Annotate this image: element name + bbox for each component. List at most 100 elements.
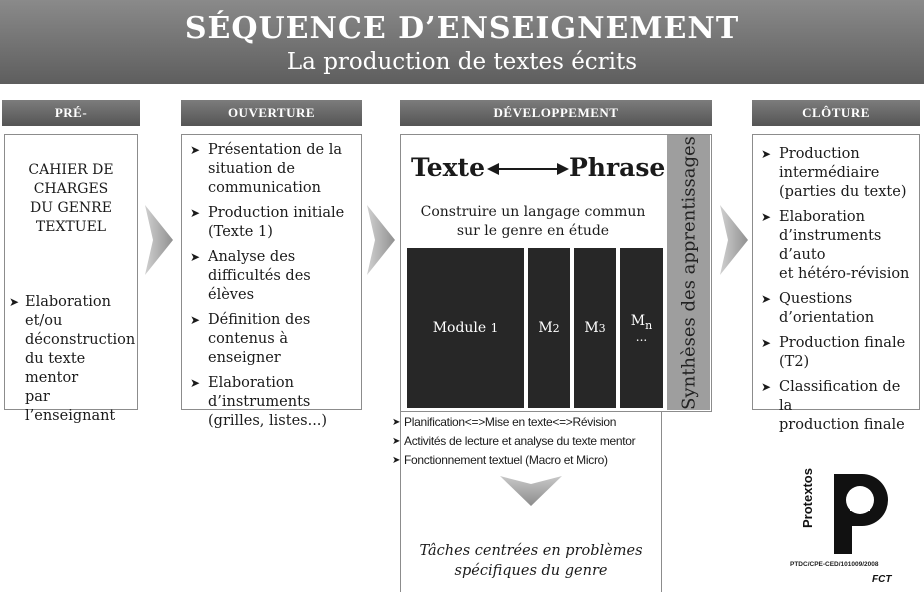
item-text: Activités de lecture et analyse du texte…	[404, 434, 636, 448]
double-arrow-icon	[487, 163, 569, 175]
line: Elaboration	[779, 209, 865, 225]
list-item: ➤Planification<=>Mise en texte<=>Révisio…	[392, 413, 672, 432]
module-label: Module	[432, 320, 487, 336]
arrow-bullet-icon: ➤	[392, 455, 401, 466]
module-label: M	[630, 312, 646, 329]
arrow-bullet-icon: ➤	[761, 380, 772, 394]
syntheses-label: Synthèses des apprentissages	[678, 135, 699, 410]
arrow-bullet-icon: ➤	[392, 417, 401, 428]
list-item: ➤ Elaboration d’instruments d’auto et hétér…	[759, 208, 917, 284]
line: Production	[779, 146, 860, 162]
cloture-list: ➤ Production intermédiaire (parties du tex…	[759, 145, 917, 441]
line: Classification de la	[779, 379, 901, 414]
cahier-line: CHARGES	[33, 181, 109, 197]
line: (T2)	[779, 354, 810, 370]
panel-cloture: ➤ Production intermédiaire (parties du tex…	[752, 134, 920, 433]
subscript: n	[645, 318, 653, 332]
developpement-bottom-list: ➤Planification<=>Mise en texte<=>Révisio…	[392, 413, 672, 470]
page-title: SÉQUENCE D’ENSEIGNEMENT	[184, 11, 740, 46]
heading-developpement: DÉVELOPPEMENT	[400, 100, 712, 126]
taches-text: Tâches centrées en problèmes spécifiques…	[400, 541, 662, 581]
panel-ouverture: ➤ Présentation de la situation de communic…	[181, 134, 362, 429]
module-label: M	[584, 320, 599, 336]
line: d’instruments	[208, 394, 311, 410]
subscript: 1	[490, 321, 499, 335]
phrase-label: Phrase	[569, 153, 666, 182]
list-item: ➤ Production initiale(Texte 1)	[188, 204, 359, 242]
pre-bullet: ➤ Elaboration et/ou déconstruction du te…	[9, 293, 135, 432]
module-n-block: Mn ...	[620, 248, 663, 408]
line: par l’enseignant	[25, 389, 116, 424]
line: Production finale	[779, 335, 906, 351]
page-subtitle: La production de textes écrits	[286, 49, 638, 75]
line: Elaboration	[25, 294, 111, 310]
list-item: ➤Activités de lecture et analyse du text…	[392, 432, 672, 451]
cahier-de-charges: CAHIER DE CHARGES DU GENRE TEXTUEL	[5, 161, 137, 237]
line: difficultés des élèves	[208, 268, 311, 303]
heading-pre-intervention: PRÉ-INTERVENTION	[2, 100, 140, 146]
line: d’auto	[779, 247, 826, 263]
arrow-bullet-icon: ➤	[761, 336, 772, 350]
arrow-bullet-icon: ➤	[9, 295, 20, 309]
line: enseigner	[208, 350, 281, 366]
protextos-text: Protextos	[800, 468, 815, 528]
item-text: Planification<=>Mise en texte<=>Révision	[404, 415, 617, 429]
arrow-bullet-icon: ➤	[392, 436, 401, 447]
page-header: SÉQUENCE D’ENSEIGNEMENT La production de…	[0, 0, 924, 84]
line: déconstruction	[25, 332, 136, 348]
list-item: ➤ Présentation de la situation de communic…	[188, 141, 359, 198]
line: Elaboration	[208, 375, 294, 391]
list-item: ➤ Elaboration d’instruments (grilles, list…	[188, 374, 359, 431]
line: (parties du texte)	[779, 184, 907, 200]
arrow-bullet-icon: ➤	[190, 143, 201, 157]
module-label: M	[538, 320, 553, 336]
line: sur le genre en étude	[456, 223, 610, 239]
line: et hétéro-révision	[779, 266, 910, 282]
arrow-bullet-icon: ➤	[190, 313, 201, 327]
line: d’instruments	[779, 228, 882, 244]
line: Analyse des	[208, 249, 296, 265]
arrow-bullet-icon: ➤	[190, 250, 201, 264]
subscript: 2	[552, 321, 560, 335]
line: Questions	[779, 291, 853, 307]
texte-label: Texte	[411, 153, 485, 182]
line: situation de	[208, 161, 295, 177]
arrow-bullet-icon: ➤	[190, 376, 201, 390]
line: Présentation de la	[208, 142, 342, 158]
subscript: 3	[598, 321, 606, 335]
line: d’orientation	[779, 310, 875, 326]
ellipsis: ...	[635, 330, 648, 345]
cahier-line: CAHIER DE	[28, 162, 114, 178]
heading-ouverture: OUVERTURE	[181, 100, 362, 126]
list-item: ➤ Production intermédiaire (parties du tex…	[759, 145, 917, 202]
arrow-bullet-icon: ➤	[761, 147, 772, 161]
heading-cloture: CLÔTURE	[752, 100, 920, 126]
item-text: Fonctionnement textuel (Macro et Micro)	[404, 453, 608, 467]
module-1-block: Module 1	[407, 248, 524, 408]
list-item: ➤ Production finale (T2)	[759, 334, 917, 372]
line: (Texte 1)	[208, 224, 273, 240]
chevron-arrow-icon	[145, 205, 173, 275]
line: production finale	[779, 417, 905, 433]
line: spécifiques du genre	[454, 563, 608, 579]
construire-text: Construire un langage commun sur le genr…	[401, 203, 665, 241]
syntheses-bar: Synthèses des apprentissages	[667, 135, 710, 410]
fct-logo: FCT	[872, 574, 892, 585]
cahier-line: TEXTUEL	[35, 219, 107, 235]
developpement-bottom-panel	[400, 412, 662, 592]
line: Définition des	[208, 312, 311, 328]
line: et/ou	[25, 313, 63, 329]
cahier-line: DU GENRE	[30, 200, 112, 216]
arrow-bullet-icon: ➤	[761, 210, 772, 224]
line: (grilles, listes...)	[208, 413, 328, 429]
chevron-arrow-icon	[367, 205, 395, 275]
line: intermédiaire	[779, 165, 880, 181]
line: Construire un langage commun	[420, 204, 646, 220]
list-item: ➤ Analyse des difficultés des élèves	[188, 248, 359, 305]
line: communication	[208, 180, 321, 196]
panel-developpement: Texte Phrase Construire un langage commu…	[400, 134, 712, 412]
